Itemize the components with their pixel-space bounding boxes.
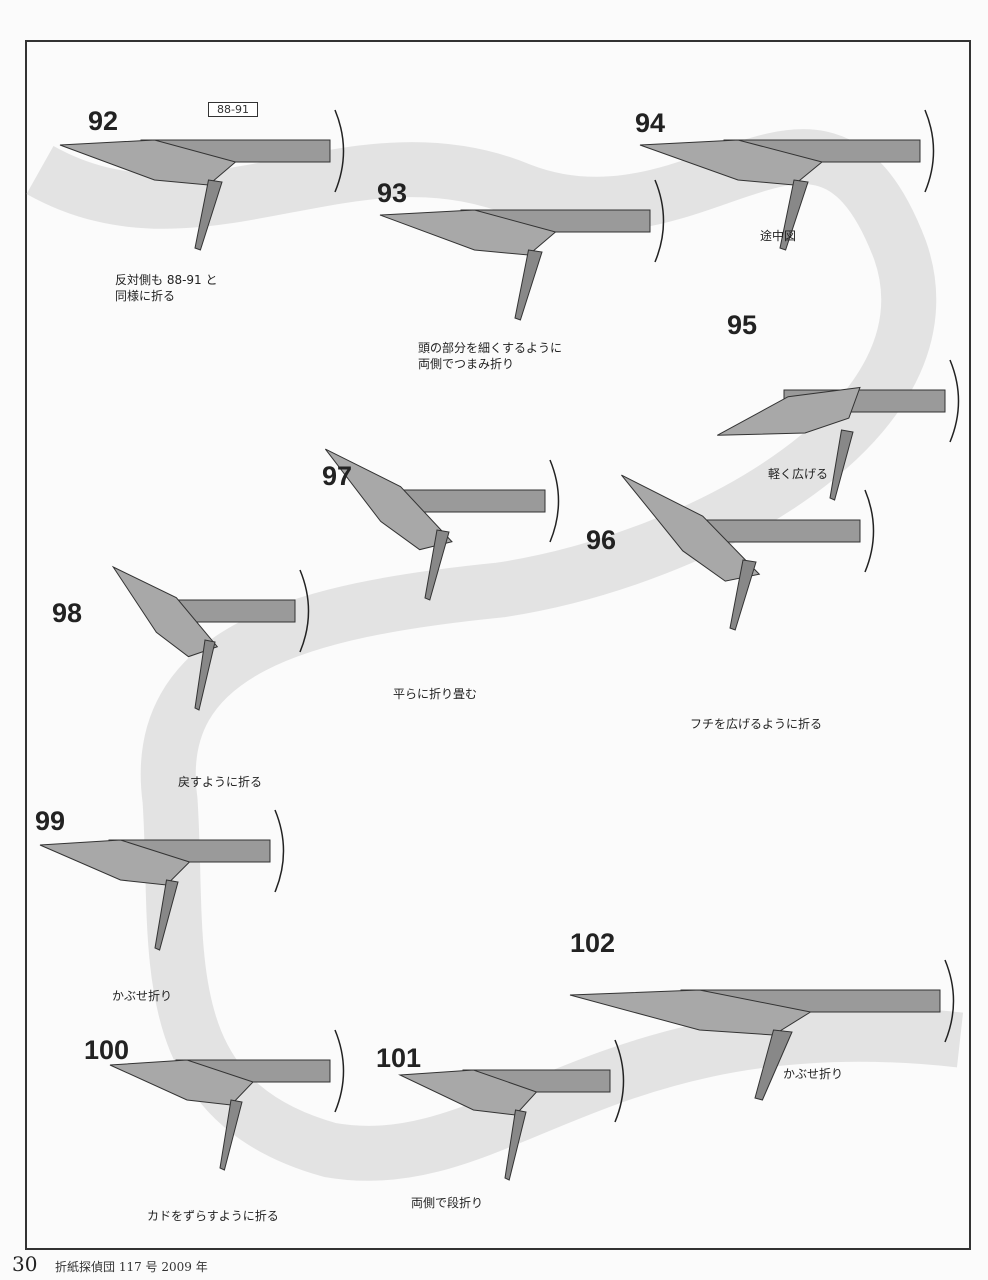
figure-legs — [779, 179, 809, 251]
step-caption-96: フチを広げるように折る — [690, 717, 823, 731]
origami-figure — [111, 565, 310, 711]
step-number-93: 93 — [377, 178, 408, 208]
origami-figure — [39, 809, 285, 951]
background-ribbon — [26, 129, 964, 1181]
publication-title: 折紙探偵団 117 号 2009 年 — [55, 1260, 208, 1274]
figure-legs — [514, 249, 543, 321]
figure-end-arc — [944, 959, 955, 1043]
origami-figure — [639, 109, 935, 251]
page-frame — [25, 40, 971, 1250]
origami-figures — [39, 109, 960, 1181]
figure-end-arc — [924, 109, 935, 193]
figure-end-arc — [614, 1039, 625, 1123]
figure-neck-head — [39, 839, 191, 886]
reference-tag: 88-91 — [208, 102, 258, 117]
step-caption-99: かぶせ折り — [112, 989, 173, 1003]
step-caption-100: カドをずらすように折る — [147, 1209, 279, 1223]
origami-figure — [569, 959, 955, 1101]
step-number-102: 102 — [570, 928, 616, 958]
figure-legs — [219, 1099, 243, 1171]
origami-figure — [379, 179, 665, 321]
step-caption-98: 戻すように折る — [178, 775, 263, 789]
page-number: 30 — [12, 1252, 38, 1276]
step-caption-93: 頭の部分を細くするように 両側でつまみ折り — [418, 341, 563, 371]
step-number-99: 99 — [35, 806, 66, 836]
figure-end-arc — [334, 1029, 345, 1113]
figure-legs — [194, 639, 216, 711]
figure-legs — [424, 529, 450, 601]
step-caption-94: 途中図 — [760, 229, 797, 243]
figure-end-arc — [864, 489, 875, 573]
figure-neck-head — [379, 209, 557, 256]
origami-figure — [717, 359, 960, 501]
figure-neck-head — [59, 139, 237, 186]
figure-legs — [729, 559, 757, 631]
figure-legs — [504, 1109, 527, 1181]
figure-neck-head — [569, 989, 812, 1036]
figure-end-arc — [949, 359, 960, 443]
origami-figure — [59, 109, 345, 251]
figure-end-arc — [274, 809, 285, 893]
figure-legs — [154, 879, 179, 951]
origami-figure — [109, 1029, 345, 1171]
step-number-95: 95 — [727, 310, 758, 340]
figure-end-arc — [549, 459, 560, 543]
figure-neck-head — [639, 139, 824, 186]
step-number-94: 94 — [635, 108, 666, 138]
step-caption-102: かぶせ折り — [783, 1067, 844, 1081]
step-number-92: 92 — [88, 106, 119, 136]
origami-figure — [324, 448, 560, 601]
figure-end-arc — [299, 569, 310, 653]
step-caption-92: 反対側も 88-91 と 同様に折る — [115, 273, 218, 303]
origami-figure — [621, 474, 875, 631]
figure-end-arc — [654, 179, 665, 263]
step-number-100: 100 — [84, 1035, 130, 1065]
figure-legs — [194, 179, 223, 251]
figure-legs — [754, 1029, 793, 1101]
step-number-98: 98 — [52, 598, 83, 628]
figure-neck-head — [398, 1069, 538, 1116]
figure-neck-head — [109, 1059, 254, 1106]
figure-end-arc — [334, 109, 345, 193]
step-number-96: 96 — [586, 525, 617, 555]
figure-legs — [829, 429, 854, 501]
origami-figure — [398, 1039, 625, 1181]
figure-neck-head — [717, 386, 861, 436]
step-caption-97: 平らに折り畳む — [393, 687, 478, 701]
step-number-97: 97 — [322, 461, 353, 491]
step-caption-101: 両側で段折り — [411, 1196, 484, 1210]
step-number-101: 101 — [376, 1043, 422, 1073]
step-caption-95: 軽く広げる — [768, 467, 829, 481]
